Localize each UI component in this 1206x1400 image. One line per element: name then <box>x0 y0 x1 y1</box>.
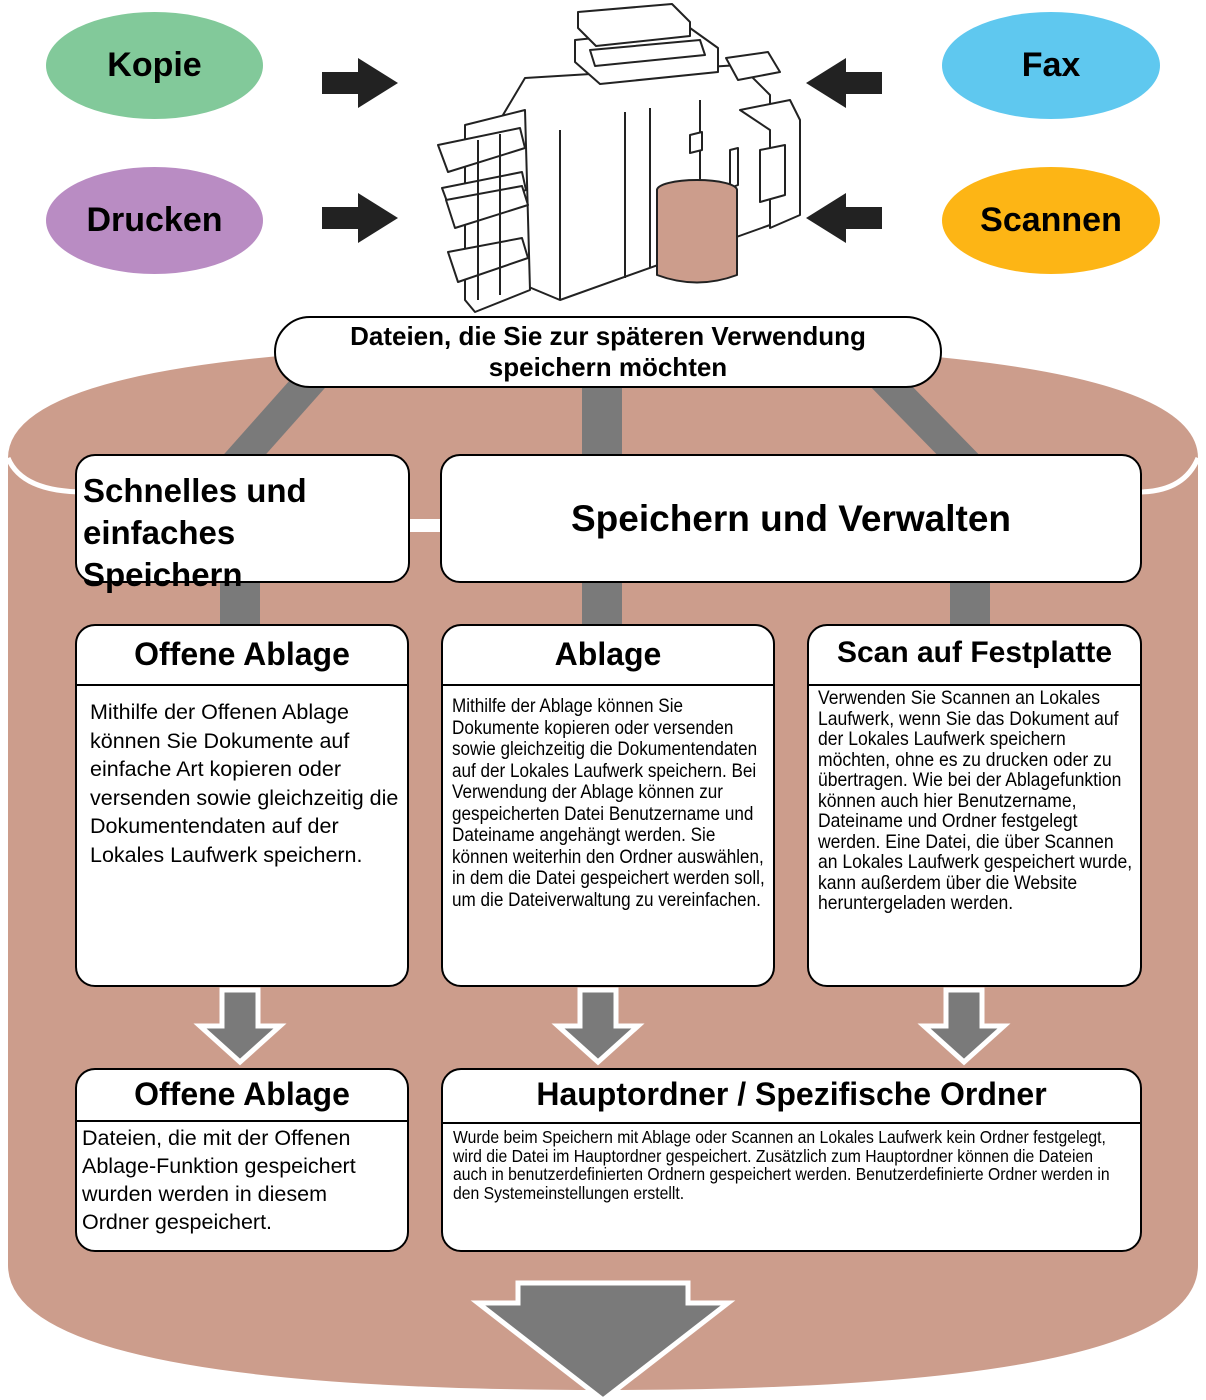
folder-main-custom-text: Wurde beim Speichern mit Ablage oder Sca… <box>453 1127 1110 1203</box>
divider <box>443 684 773 686</box>
divider <box>443 1122 1140 1124</box>
down-arrow-icon <box>551 987 645 1066</box>
function-scan-to-hdd-title: Scan auf Festplatte <box>836 636 1113 669</box>
down-arrow-icon <box>917 987 1011 1066</box>
category-save-manage: Speichern und Verwalten <box>440 454 1142 583</box>
function-quick-file: Offene Ablage Mithilfe der Offenen Ablag… <box>75 624 409 987</box>
folder-main-custom: Hauptordner / Spezifische Ordner Wurde b… <box>441 1068 1142 1252</box>
banner-connectors <box>210 380 994 470</box>
divider <box>77 684 407 686</box>
arrow-right-icon <box>322 58 398 108</box>
source-scan-label: Scannen <box>980 201 1122 239</box>
top-banner-text: Dateien, die Sie zur späteren Verwendung… <box>350 321 866 382</box>
category-save-manage-label: Speichern und Verwalten <box>570 497 1011 539</box>
source-copy: Kopie <box>46 12 263 119</box>
category-quick-save: Schnelles und einfaches Speichern <box>75 454 410 593</box>
arrow-left-icon <box>806 193 882 243</box>
big-down-arrow-icon <box>470 1280 736 1400</box>
divider <box>809 684 1140 686</box>
function-file-title: Ablage <box>554 636 662 672</box>
source-print: Drucken <box>46 167 263 274</box>
source-scan: Scannen <box>942 167 1160 274</box>
source-copy-label: Kopie <box>107 46 202 84</box>
down-arrow-icon <box>193 987 287 1066</box>
folder-main-custom-title: Hauptordner / Spezifische Ordner <box>536 1076 1047 1112</box>
source-fax: Fax <box>942 12 1160 119</box>
function-scan-to-hdd-text: Verwenden Sie Scannen an Lokales Laufwer… <box>818 687 1133 914</box>
category-connector <box>405 519 447 532</box>
input-arrows <box>322 58 882 243</box>
function-quick-file-title: Offene Ablage <box>134 636 350 672</box>
function-quick-file-text: Mithilfe der Offenen Ablage können Sie D… <box>90 700 399 867</box>
function-scan-to-hdd: Scan auf Festplatte Verwenden Sie Scanne… <box>807 624 1142 987</box>
source-print-label: Drucken <box>86 201 223 239</box>
arrow-left-icon <box>806 58 882 108</box>
down-arrows <box>193 987 1011 1400</box>
source-fax-label: Fax <box>1021 46 1081 84</box>
divider <box>77 1120 407 1122</box>
top-banner: Dateien, die Sie zur späteren Verwendung… <box>274 316 942 388</box>
arrow-right-icon <box>322 193 398 243</box>
folder-quick-file-text: Dateien, die mit der Offenen Ablage-Funk… <box>82 1126 356 1234</box>
folder-quick-file-title: Offene Ablage <box>134 1076 350 1112</box>
category-connectors <box>220 580 990 630</box>
printer-icon <box>437 3 801 313</box>
function-file: Ablage Mithilfe der Ablage können Sie Do… <box>441 624 775 987</box>
folder-quick-file: Offene Ablage Dateien, die mit der Offen… <box>75 1068 409 1252</box>
category-quick-save-label: Schnelles und einfaches Speichern <box>83 472 307 593</box>
function-file-text: Mithilfe der Ablage können Sie Dokumente… <box>452 696 765 911</box>
